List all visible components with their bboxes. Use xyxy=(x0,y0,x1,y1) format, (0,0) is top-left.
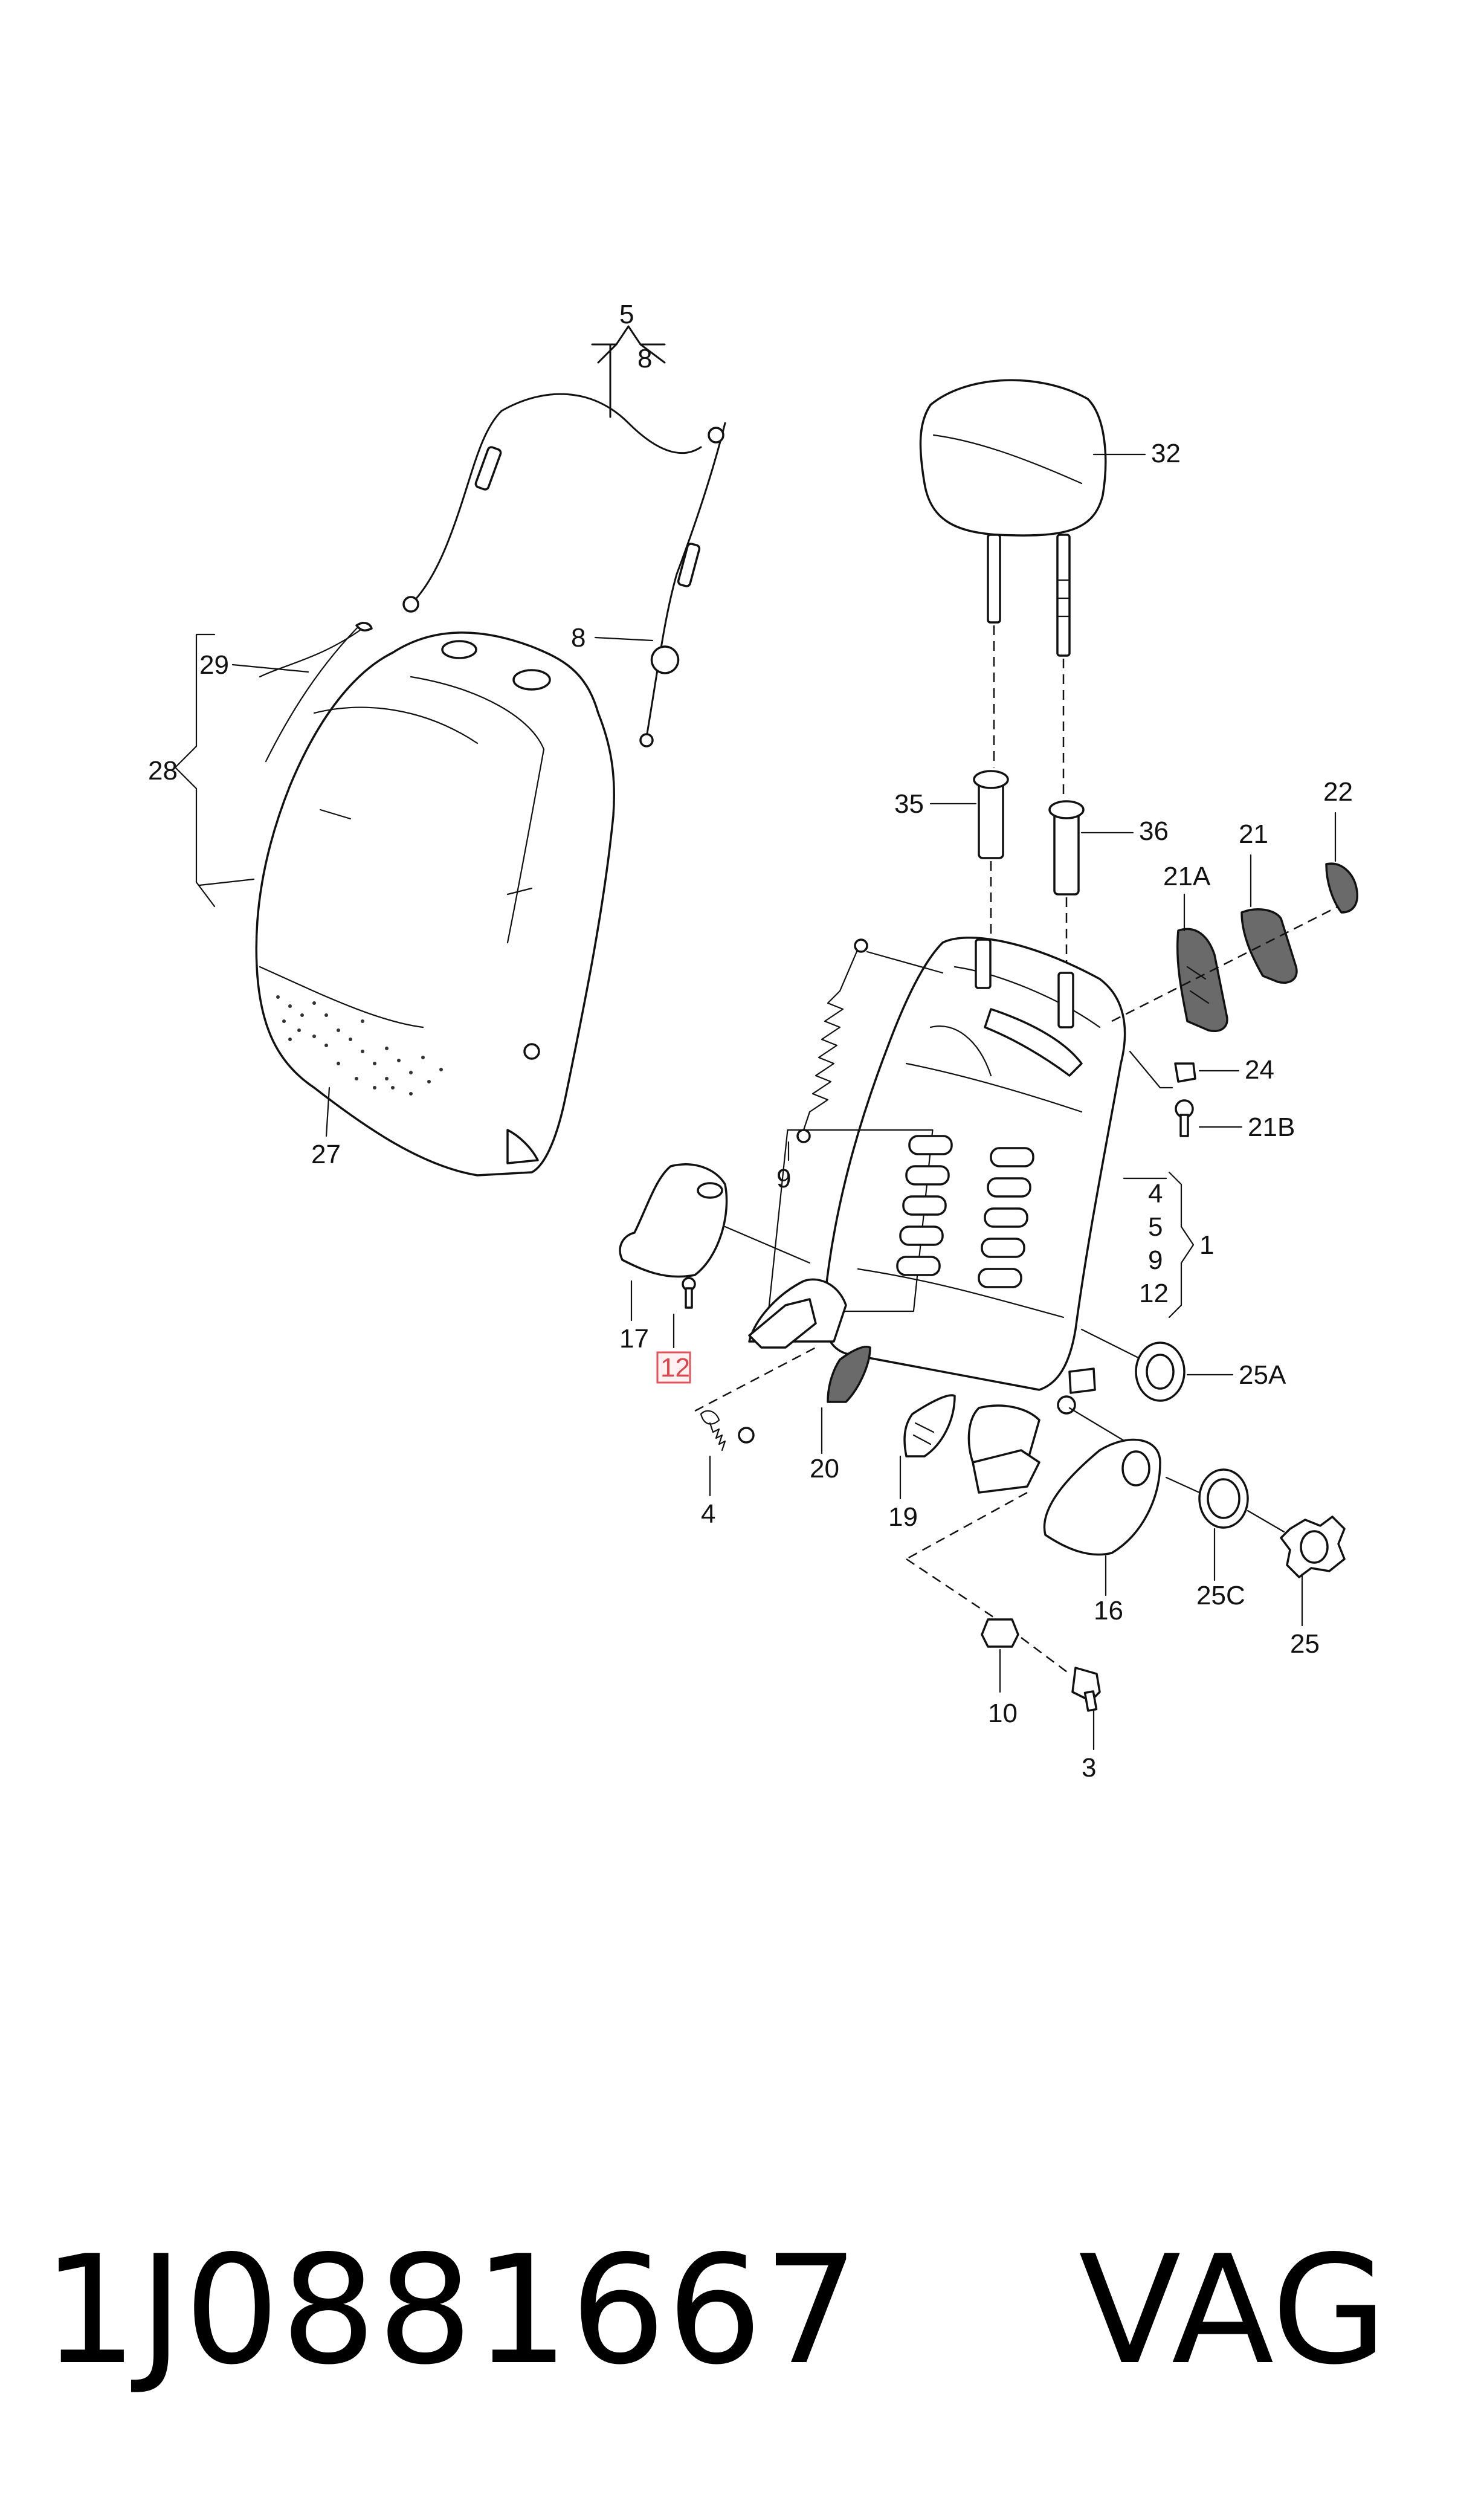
callout-27: 27 xyxy=(311,1140,341,1169)
screw-24 xyxy=(1174,1062,1196,1083)
group-callout-12: 12 xyxy=(1139,1279,1169,1308)
callout-8-clip: 8 xyxy=(571,623,586,653)
callout-9: 9 xyxy=(776,1164,791,1193)
callout-4: 4 xyxy=(701,1499,715,1529)
trim-cover-17 xyxy=(619,1163,728,1278)
cable-assembly xyxy=(402,325,726,747)
callout-24: 24 xyxy=(1245,1055,1274,1085)
callout-25c: 25C xyxy=(1196,1581,1245,1610)
footer-part-number: 1J0881667 xyxy=(42,2224,860,2398)
group-callout-9: 9 xyxy=(1148,1245,1163,1275)
callout-12: 12 xyxy=(660,1353,690,1383)
callout-17: 17 xyxy=(619,1324,649,1354)
spring-4 xyxy=(700,1410,755,1451)
bolt-3 xyxy=(1071,1667,1101,1712)
group-callout-4: 4 xyxy=(1148,1179,1163,1209)
cover-16 xyxy=(1043,1438,1161,1556)
callout-36: 36 xyxy=(1139,816,1169,846)
callout-19: 19 xyxy=(888,1502,918,1532)
ring-25c xyxy=(1198,1468,1249,1529)
bolt-21b xyxy=(1175,1099,1194,1137)
callout-10: 10 xyxy=(988,1699,1018,1728)
callout-32: 32 xyxy=(1151,439,1181,468)
callout-8-top: 8 xyxy=(637,344,652,373)
callout-35: 35 xyxy=(894,789,924,819)
callout-25: 25 xyxy=(1290,1629,1320,1659)
seat-back-cover xyxy=(255,621,615,1177)
callout-16: 16 xyxy=(1094,1596,1123,1625)
group-callout-1: 1 xyxy=(1199,1230,1214,1260)
callout-28: 28 xyxy=(148,756,178,786)
callout-21a: 21A xyxy=(1163,862,1211,891)
group-callout-5: 5 xyxy=(1148,1212,1163,1242)
callout-21b: 21B xyxy=(1248,1112,1295,1142)
callout-20: 20 xyxy=(810,1454,839,1483)
callout-21: 21 xyxy=(1239,819,1268,849)
bracket-20 xyxy=(827,1346,871,1403)
lever-21 xyxy=(1240,908,1298,984)
callout-25a: 25A xyxy=(1239,1360,1286,1390)
knob-22 xyxy=(1325,862,1358,914)
callout-29: 29 xyxy=(199,650,229,680)
lever-21a xyxy=(1176,928,1228,1032)
headrest-guide-35 xyxy=(973,770,1009,859)
knob-25 xyxy=(1280,1516,1346,1578)
headrest xyxy=(919,379,1107,657)
callout-22: 22 xyxy=(1323,777,1353,807)
callout-3: 3 xyxy=(1082,1753,1096,1783)
footer-brand-name: VAG xyxy=(1079,2224,1388,2398)
highlight-callout-box xyxy=(656,1351,691,1384)
nut-10 xyxy=(981,1618,1019,1648)
tension-spring xyxy=(796,938,868,1143)
gear-25a xyxy=(1135,1341,1186,1402)
headrest-guide-36 xyxy=(1048,800,1085,896)
bracket-19 xyxy=(903,1394,956,1458)
seat-back-frame xyxy=(748,937,1126,1464)
bolt-12 xyxy=(682,1277,696,1309)
callout-5: 5 xyxy=(619,300,634,329)
